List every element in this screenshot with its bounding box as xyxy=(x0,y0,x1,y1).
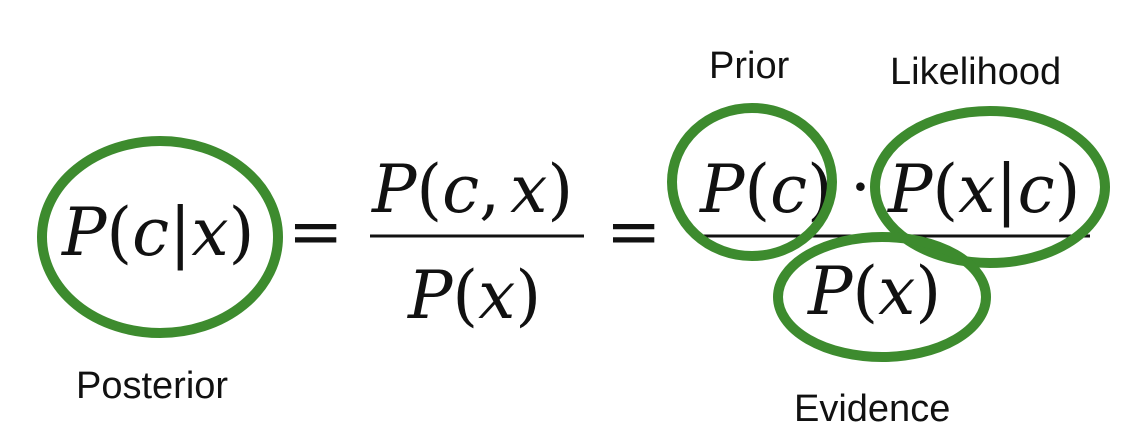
likelihood-label: Likelihood xyxy=(890,51,1061,93)
posterior-label: Posterior xyxy=(76,365,228,407)
equals-sign-1: = xyxy=(288,193,343,270)
joint-denominator: P(x) xyxy=(407,257,541,334)
evidence-label: Evidence xyxy=(794,388,950,430)
evidence-circle xyxy=(773,232,991,362)
likelihood-circle xyxy=(870,106,1110,268)
evidence-term: P(x) xyxy=(807,253,941,330)
prior-label: Prior xyxy=(709,45,790,87)
posterior-term: P(c|x) xyxy=(61,194,254,271)
product-dot: · xyxy=(850,149,871,226)
prior-term: P(c) xyxy=(699,151,833,228)
prior-circle xyxy=(667,103,837,261)
equals-sign-2: = xyxy=(606,193,661,270)
posterior-circle xyxy=(37,136,283,338)
joint-numerator: P(c,x) xyxy=(371,151,573,228)
likelihood-term: P(x|c) xyxy=(887,151,1080,228)
